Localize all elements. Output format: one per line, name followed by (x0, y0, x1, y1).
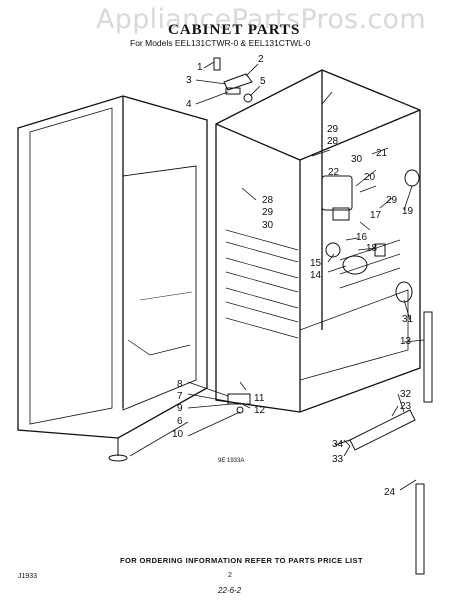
callout-label: 19 (402, 206, 414, 217)
side-parts (395, 169, 433, 575)
callout-labels: 1 2 3 4 5 29 28 30 21 22 20 28 29 30 19 … (172, 54, 414, 498)
diagram-title: CABINET PARTS (168, 22, 301, 38)
callout-label: 21 (376, 148, 388, 159)
page-mark: 2 (228, 572, 232, 579)
leader-lines (129, 61, 425, 491)
callout-label: 32 (400, 389, 412, 400)
figure-code: 9E 1933A (218, 458, 245, 464)
callout-label: 29 (386, 195, 398, 206)
control-housing (321, 175, 386, 275)
callout-label: 24 (384, 487, 396, 498)
ordering-note: FOR ORDERING INFORMATION REFER TO PARTS … (120, 556, 363, 565)
watermark: AppliancePartsPros.com (96, 4, 426, 35)
callout-label: 13 (400, 336, 412, 347)
callout-label: 28 (327, 136, 339, 147)
callout-label: 7 (177, 391, 183, 402)
callout-label: 10 (172, 429, 184, 440)
callout-label: 5 (260, 76, 266, 87)
callout-label: 28 (262, 195, 274, 206)
liner-cabinet (215, 69, 421, 413)
model-numbers: For Models EEL131CTWR-0 & EEL131CTWL-0 (130, 38, 311, 48)
callout-label: 30 (351, 154, 363, 165)
callout-label: 17 (370, 210, 382, 221)
callout-label: 6 (177, 416, 183, 427)
door-foot (108, 438, 128, 462)
callout-label: 16 (356, 232, 368, 243)
callout-label: 29 (327, 124, 339, 135)
callout-label: 29 (262, 207, 274, 218)
callout-label: 8 (177, 379, 183, 390)
callout-label: 30 (262, 220, 274, 231)
callout-label: 2 (258, 54, 264, 65)
callout-label: 11 (254, 393, 265, 404)
callout-label: 33 (332, 454, 344, 465)
callout-label: 9 (177, 403, 183, 414)
callout-label: 14 (310, 270, 322, 281)
callout-label: 15 (310, 258, 322, 269)
callout-label: 22 (328, 167, 340, 178)
callout-label: 23 (400, 401, 412, 412)
shelf-grooves (225, 229, 401, 339)
callout-label: 20 (364, 172, 376, 183)
callout-label: 1 (197, 62, 203, 73)
cabinet-door (17, 95, 208, 439)
document-code: J1933 (18, 573, 38, 580)
callout-label: 18 (366, 243, 378, 254)
callout-label: 3 (186, 75, 192, 86)
date-mark: 22-6-2 (218, 586, 242, 595)
callout-label: 4 (186, 99, 192, 110)
top-hardware (213, 57, 253, 103)
callout-label: 12 (254, 405, 266, 416)
callout-label: 31 (402, 314, 414, 325)
bottom-bracket (334, 409, 416, 451)
callout-label: 34 (332, 439, 344, 450)
hinge-parts (227, 393, 251, 414)
